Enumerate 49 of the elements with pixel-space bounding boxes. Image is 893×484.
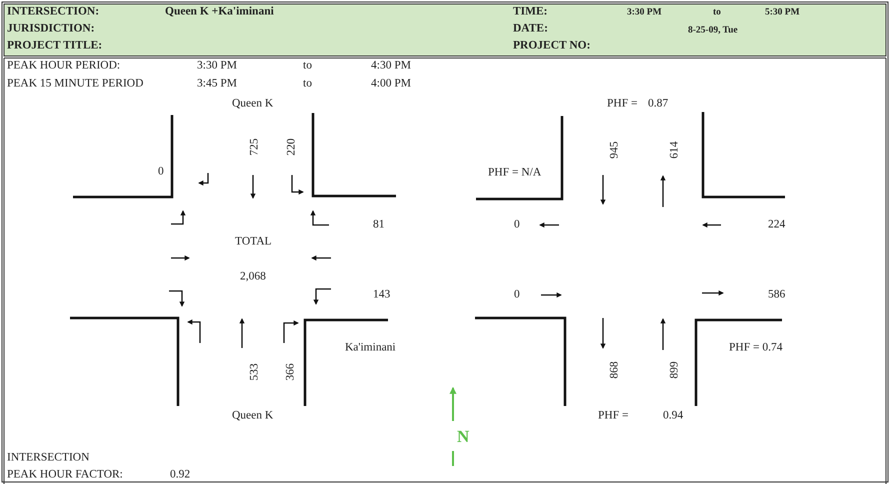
total-label: TOTAL bbox=[235, 236, 272, 248]
volume-count: 868 bbox=[608, 361, 622, 379]
field-value: to bbox=[713, 6, 721, 20]
volume-count: 366 bbox=[284, 363, 298, 381]
volume-count: 725 bbox=[248, 138, 262, 156]
volume-count: 143 bbox=[373, 288, 390, 302]
field-label: PROJECT TITLE: bbox=[7, 40, 102, 52]
street-name: Queen K bbox=[232, 410, 274, 422]
volume-count: 614 bbox=[668, 141, 682, 159]
field-value: to bbox=[303, 78, 312, 90]
field-value: 3:45 PM bbox=[197, 78, 237, 90]
volume-count: 81 bbox=[373, 218, 384, 232]
street-name: Queen K bbox=[232, 98, 274, 110]
field-value: 5:30 PM bbox=[765, 6, 800, 20]
field-value: 8-25-09, Tue bbox=[688, 24, 738, 38]
field-label: PEAK HOUR FACTOR: bbox=[7, 468, 123, 482]
volume-count: 533 bbox=[248, 363, 262, 381]
volume-count: 586 bbox=[768, 288, 786, 302]
field-label: JURISDICTION: bbox=[7, 22, 95, 36]
phf-label: PHF = bbox=[607, 98, 638, 110]
volume-count: 0 bbox=[514, 288, 520, 302]
north-label: N bbox=[457, 428, 470, 446]
field-value: to bbox=[303, 60, 312, 72]
field-label: TIME: bbox=[513, 6, 548, 18]
field-label: PROJECT NO: bbox=[513, 40, 590, 52]
field-label: INTERSECTION bbox=[7, 452, 90, 464]
field-label: PEAK 15 MINUTE PERIOD bbox=[7, 78, 144, 90]
volume-count: 224 bbox=[768, 218, 786, 232]
volume-count: 0 bbox=[158, 166, 164, 178]
volume-count: 945 bbox=[608, 141, 622, 159]
total-value: 2,068 bbox=[240, 270, 266, 284]
phf-label: PHF = bbox=[598, 410, 628, 422]
field-value: Queen K +Ka'iminani bbox=[165, 6, 274, 18]
phf-value: 0.87 bbox=[648, 98, 668, 110]
phf-value: 0.94 bbox=[663, 410, 684, 422]
field-label: PEAK HOUR PERIOD: bbox=[7, 60, 120, 72]
field-value: 3:30 PM bbox=[197, 60, 237, 72]
volume-count: 220 bbox=[286, 138, 298, 156]
field-label: DATE: bbox=[513, 22, 548, 36]
field-value: 4:00 PM bbox=[371, 78, 411, 90]
field-label: INTERSECTION: bbox=[7, 6, 100, 18]
volume-count: 899 bbox=[668, 361, 682, 379]
phf-label: PHF = 0.74 bbox=[729, 342, 782, 354]
field-value: 3:30 PM bbox=[627, 6, 662, 20]
phf-label: PHF = N/A bbox=[488, 166, 542, 180]
street-name: Ka'iminani bbox=[345, 342, 396, 354]
volume-count: 0 bbox=[514, 218, 520, 232]
field-value: 4:30 PM bbox=[371, 60, 411, 72]
field-value: 0.92 bbox=[170, 468, 190, 482]
